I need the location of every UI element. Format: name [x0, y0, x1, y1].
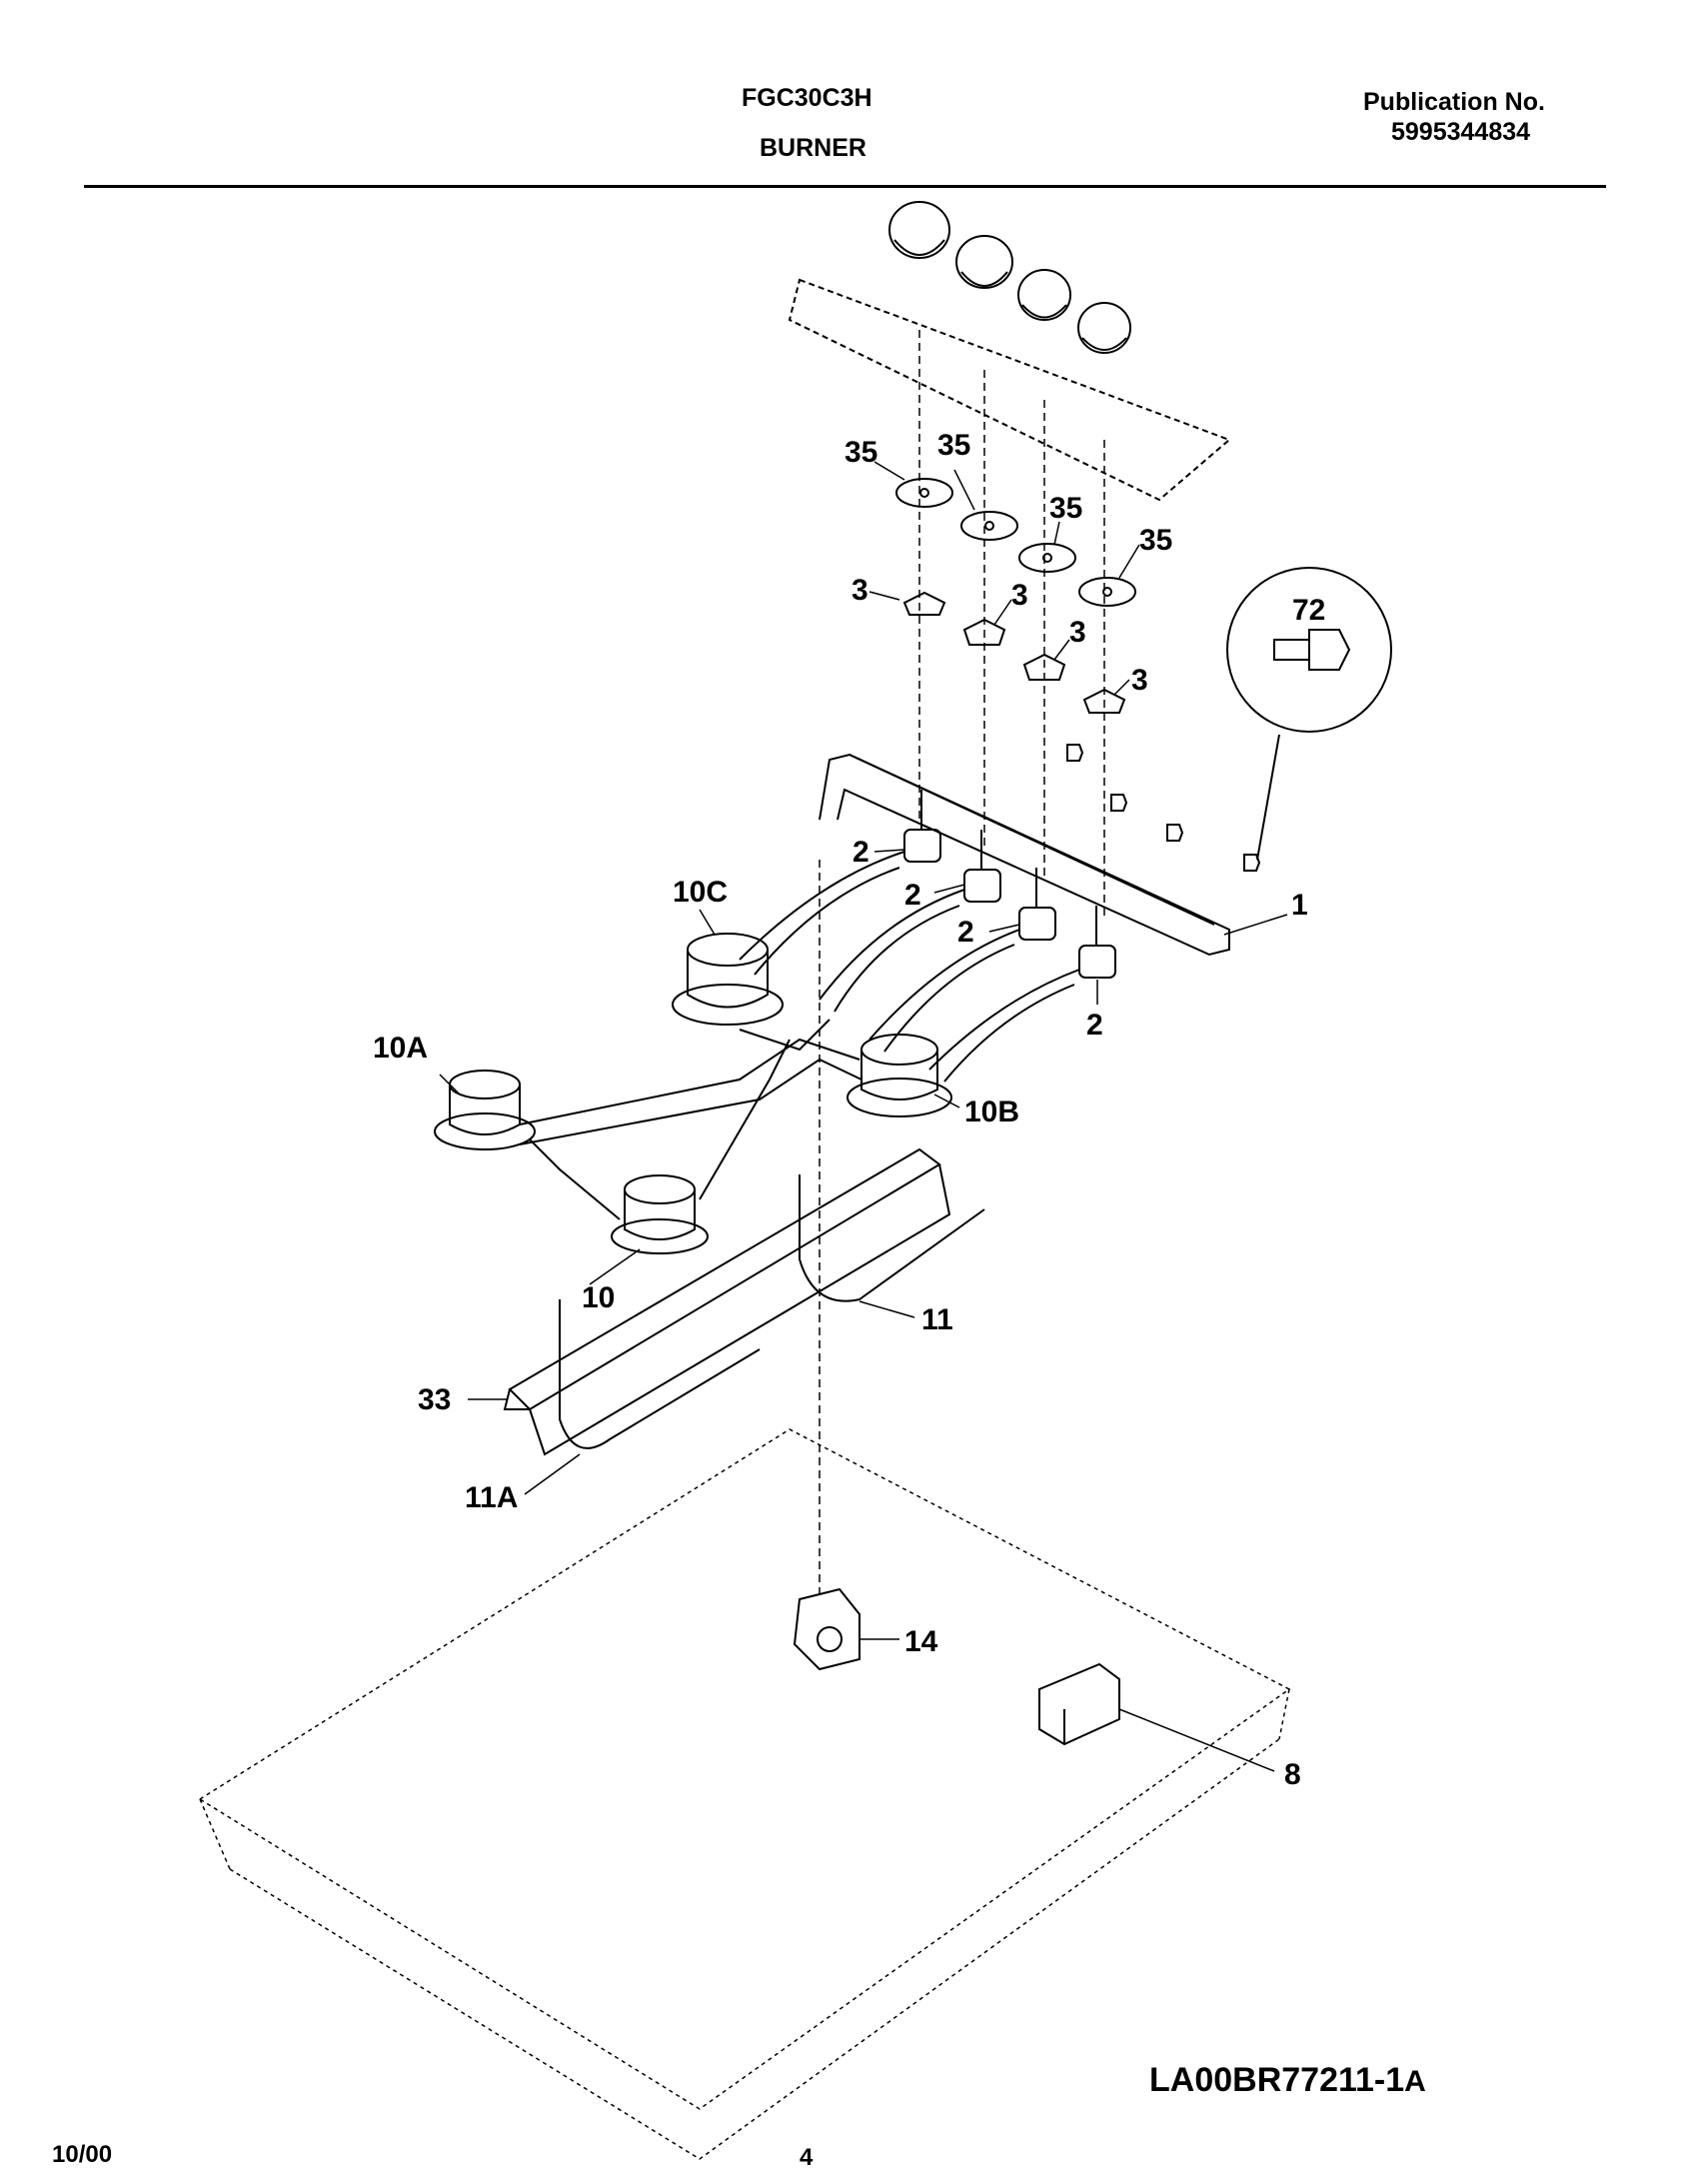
callout-2: 2: [853, 836, 869, 869]
model-number: FGC30C3H: [742, 84, 872, 112]
burner-10a: [434, 1070, 536, 1150]
callout-35: 35: [937, 429, 970, 462]
washer: [1078, 577, 1136, 607]
valve-clip: [1022, 653, 1066, 681]
callout-14: 14: [904, 1625, 938, 1658]
burner-valve: [1078, 906, 1116, 979]
drawing-code: LA00BR77211-1A: [1149, 2061, 1426, 2100]
tube-11: [799, 1174, 985, 1302]
callout-10: 10: [582, 1281, 615, 1314]
control-panel: [788, 201, 1231, 502]
burner-valve: [963, 830, 1001, 903]
callout-10b: 10B: [964, 1095, 1019, 1128]
burner-valve: [903, 790, 941, 863]
callout-3: 3: [852, 574, 868, 607]
callout-35: 35: [1049, 492, 1082, 525]
burner-10: [611, 1174, 709, 1254]
publication-label: Publication No.: [1363, 88, 1545, 116]
screw-detail-circle: [1226, 567, 1392, 861]
callout-35: 35: [845, 436, 877, 469]
knob: [1077, 302, 1131, 354]
burner-10b: [847, 1034, 952, 1117]
publication-number: 5995344834: [1391, 118, 1531, 146]
supply-tube: [819, 889, 965, 1013]
guide-lines: [819, 330, 1105, 1599]
burner-bracket: [503, 1147, 951, 1456]
screw: [1243, 854, 1261, 872]
knob: [955, 235, 1013, 289]
tube-11a: [559, 1299, 761, 1449]
knob: [888, 201, 950, 259]
drawing-code-suffix: A: [1404, 2065, 1426, 2098]
callout-2: 2: [957, 916, 974, 949]
washer: [960, 511, 1018, 541]
callout-1: 1: [1291, 889, 1308, 922]
knob: [1017, 269, 1071, 321]
callout-11a: 11A: [465, 1481, 518, 1514]
burner-frame: [519, 1019, 862, 1220]
screw: [1110, 794, 1128, 812]
valve-clip: [902, 591, 946, 616]
pressure-regulator: [793, 1587, 860, 1671]
valve-clip: [962, 618, 1006, 646]
cooktop-base: [198, 1428, 1291, 2160]
valve-clip: [1082, 688, 1126, 714]
callout-2: 2: [1086, 1009, 1103, 1042]
washer: [895, 478, 953, 508]
callout-8: 8: [1284, 1758, 1301, 1791]
callout-3: 3: [1131, 664, 1148, 697]
manifold: [819, 753, 1230, 957]
supply-tube: [928, 969, 1080, 1083]
washer: [1018, 543, 1076, 573]
drawing-code-main: LA00BR77211-1: [1149, 2061, 1405, 2099]
screw: [1166, 824, 1184, 842]
burner-10c: [672, 933, 784, 1026]
callout-3: 3: [1069, 616, 1086, 649]
screw: [1066, 744, 1084, 762]
burner-valve: [1018, 868, 1056, 941]
leader-lines: [439, 461, 1288, 1772]
callout-2: 2: [904, 879, 921, 912]
callout-11: 11: [921, 1303, 953, 1336]
footer-date: 10/00: [52, 2141, 113, 2168]
supply-tube: [868, 929, 1020, 1053]
callout-3: 3: [1011, 579, 1028, 612]
callout-72: 72: [1292, 594, 1325, 627]
junction-block: [1038, 1662, 1120, 1746]
callout-10a: 10A: [373, 1032, 428, 1065]
section-title: BURNER: [760, 134, 866, 162]
header-rule: [84, 185, 1606, 188]
callout-10c: 10C: [673, 876, 728, 909]
callout-35: 35: [1139, 524, 1172, 557]
callout-labels: 35 35 35 35 3 3 3 3 72 2 2 2 2 1 10C 10A…: [373, 429, 1325, 1791]
page-number: 4: [800, 2144, 814, 2171]
callout-33: 33: [418, 1383, 451, 1416]
